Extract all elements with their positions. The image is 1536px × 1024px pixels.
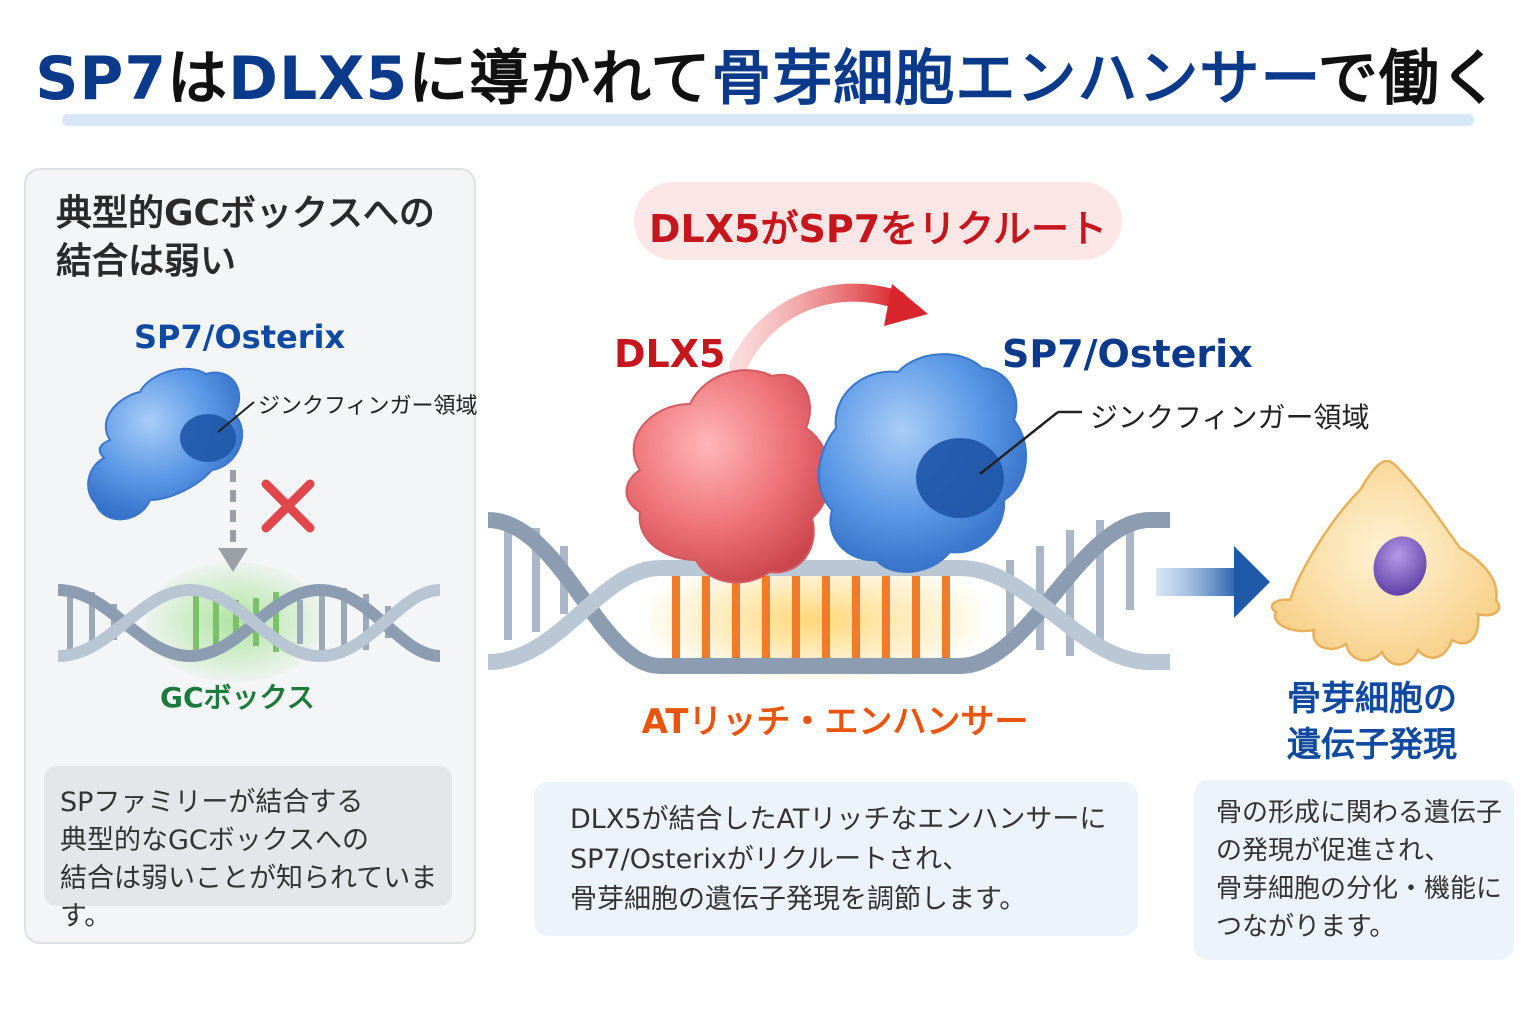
recruit-arrow <box>729 283 928 375</box>
left-note-box <box>44 766 452 906</box>
center-zinc-finger-label: ジンクフィンガー領域 <box>1090 401 1370 434</box>
center-dna-helix <box>487 512 1170 680</box>
title-underline <box>62 114 1474 126</box>
recruit-pill-text: DLX5がSP7をリクルート <box>648 207 1107 251</box>
recruit-pill <box>634 182 1122 260</box>
gc-box-label: GCボックス <box>160 681 315 714</box>
center-sp7-protein <box>818 353 1082 573</box>
dlx5-label: DLX5 <box>614 332 726 376</box>
left-panel-heading: 典型的GCボックスへの 結合は弱い <box>56 193 435 282</box>
center-note-text: DLX5が結合したATリッチなエンハンサーに SP7/Osterixがリクルート… <box>570 804 1107 915</box>
osteoblast-gene-expression-title: 骨芽細胞の 遺伝子発現 <box>1287 679 1457 765</box>
at-rich-enhancer-label: ATリッチ・エンハンサー <box>641 702 1029 742</box>
center-note-box <box>534 782 1138 936</box>
page-title: SP7はDLX5に導かれて骨芽細胞エンハンサーで働く <box>35 44 1501 114</box>
osteoblast-cell <box>1270 459 1501 666</box>
left-zinc-finger-label: ジンクフィンガー領域 <box>258 394 478 419</box>
right-note-text: 骨の形成に関わる遺伝子 の発現が促進され、 骨芽細胞の分化・機能に つながります… <box>1216 798 1503 942</box>
expression-arrow <box>1156 546 1270 618</box>
left-sp7-label: SP7/Osterix <box>134 318 346 356</box>
right-note-box <box>1194 780 1514 960</box>
center-sp7-label: SP7/Osterix <box>1002 332 1253 376</box>
left-note-text: SPファミリーが結合する 典型的なGCボックスへの 結合は弱いことが知られていま… <box>60 787 438 932</box>
dlx5-protein <box>625 369 832 584</box>
